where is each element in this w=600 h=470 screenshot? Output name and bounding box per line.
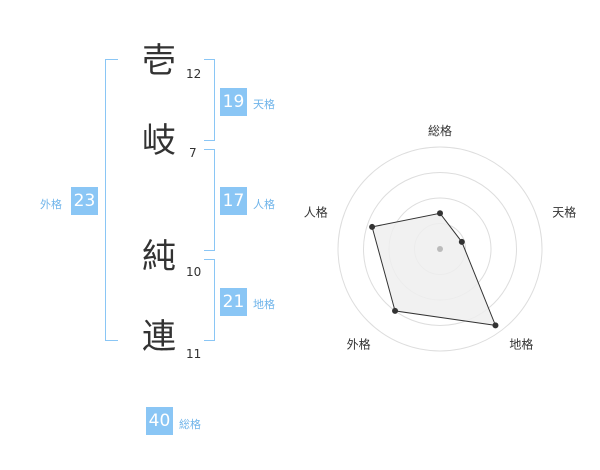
- radar-point-5: [369, 223, 376, 230]
- radar-ring: [363, 172, 517, 326]
- gaikaku-bracket: [105, 59, 118, 341]
- stroke-count-1: 12: [186, 67, 202, 81]
- jinkaku-label: 人格: [253, 198, 275, 211]
- name-char-2: 岐: [142, 121, 176, 161]
- radar-point-2: [458, 238, 465, 245]
- stroke-count-4: 11: [186, 347, 202, 361]
- gaikaku-value-badge: 23: [71, 187, 98, 215]
- radar-point-3: [492, 322, 499, 329]
- chikaku-label: 地格: [253, 298, 275, 311]
- chikaku-bracket: [204, 259, 215, 341]
- jinkaku-value-badge: 17: [220, 187, 247, 215]
- soukaku-label: 総格: [179, 418, 201, 431]
- radar-point-1: [437, 210, 443, 217]
- chikaku-value-badge: 21: [220, 288, 247, 316]
- tenkaku-bracket: [204, 59, 215, 141]
- stroke-count-2: 7: [189, 146, 197, 160]
- radar-axis-label: 天格: [552, 205, 576, 220]
- radar-center-dot: [437, 246, 443, 252]
- radar-ring: [337, 146, 543, 352]
- name-char-4: 連: [142, 317, 176, 357]
- radar-point-4: [392, 307, 399, 314]
- name-char-3: 純: [142, 237, 176, 277]
- stroke-count-3: 10: [186, 265, 202, 279]
- radar-axis-label: 地格: [509, 336, 533, 351]
- soukaku-value-badge: 40: [146, 407, 173, 435]
- radar-axis-label: 人格: [304, 205, 328, 220]
- radar-axis-label: 外格: [347, 336, 371, 351]
- jinkaku-bracket: [204, 149, 215, 251]
- tenkaku-label: 天格: [253, 98, 275, 111]
- gaikaku-label: 外格: [40, 198, 62, 211]
- radar-area: [371, 212, 497, 326]
- radar-axis-label: 総格: [428, 123, 452, 138]
- tenkaku-value-badge: 19: [220, 88, 247, 116]
- name-char-1: 壱: [142, 41, 176, 81]
